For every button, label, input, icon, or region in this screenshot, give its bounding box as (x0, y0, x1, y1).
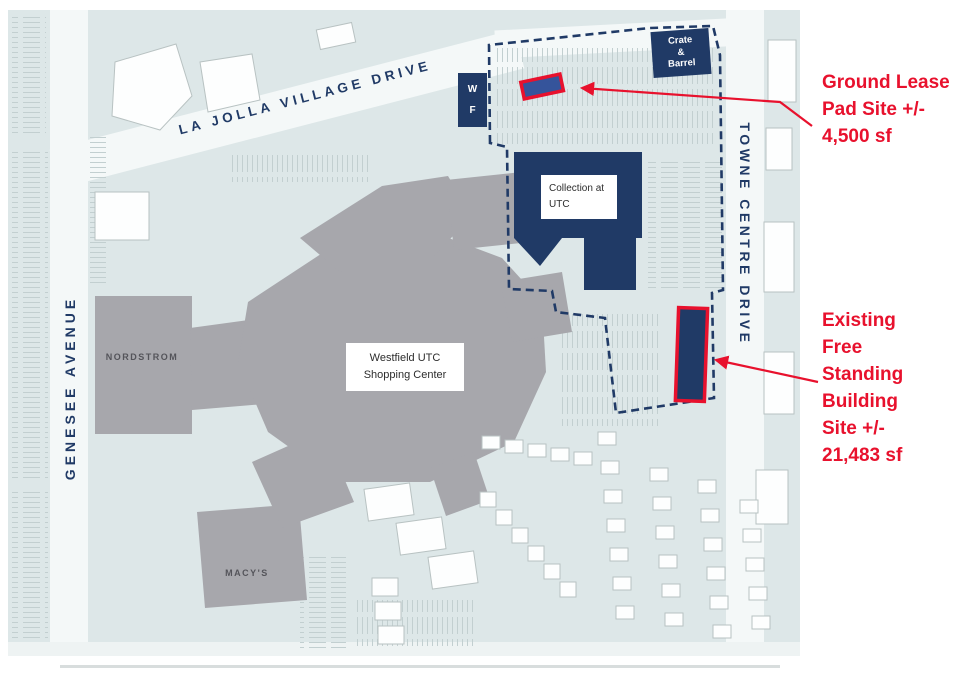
wf-label-top: W (467, 84, 478, 95)
nordstrom-building (95, 296, 192, 434)
road-genesee-avenue (50, 10, 88, 656)
wf-label: W F (458, 73, 487, 127)
crate-barrel-building (650, 28, 712, 78)
wf-building (458, 73, 487, 127)
road-bottom (8, 642, 800, 656)
crate-and-barrel-label: Crate & Barrel (667, 33, 696, 71)
nordstrom-label: NORDSTROM (105, 352, 179, 362)
existing-building-arrow (713, 355, 819, 384)
ground-lease-pad-annotation: Ground Lease Pad Site +/- 4,500 sf (822, 72, 950, 147)
parking-lots (12, 16, 722, 648)
ground-lease-pad-site (518, 71, 566, 102)
macys-label: MACY'S (225, 568, 269, 578)
westfield-utc-label: Westfield UTC Shopping Center (346, 343, 464, 392)
ground-lease-arrow (579, 81, 813, 127)
parcel-boundary-dashed (487, 24, 725, 415)
existing-building-site (673, 305, 710, 404)
collection-at-utc-label: Collection at UTC (541, 175, 617, 219)
existing-building-annotation: Existing Free Standing Building Site +/-… (822, 310, 904, 466)
road-towne-centre-drive (726, 10, 764, 656)
map-bottom-edge (60, 665, 780, 668)
macys-building (197, 504, 307, 608)
surrounding-buildings (94, 21, 797, 645)
wf-label-bottom: F (469, 105, 476, 116)
road-la-jolla-village-drive (49, 29, 525, 189)
roads (8, 10, 800, 656)
